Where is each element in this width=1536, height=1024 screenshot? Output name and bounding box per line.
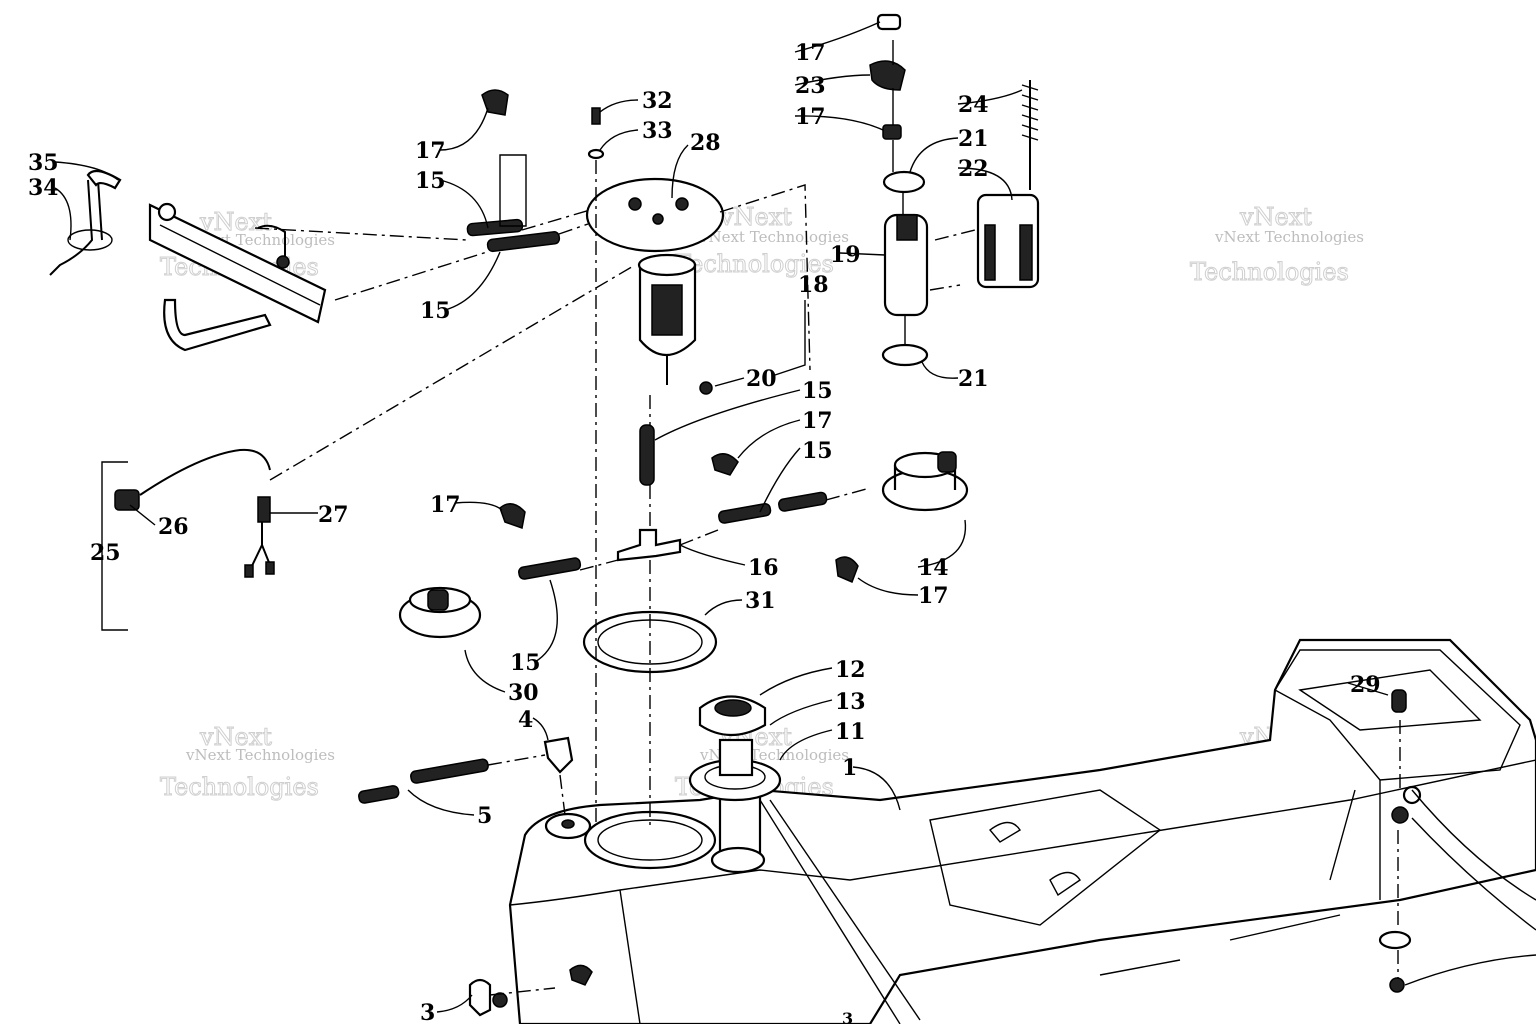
callout-21: 21 xyxy=(958,366,989,392)
tee-fitting-16 xyxy=(616,528,682,562)
fuel-pump-assembly xyxy=(869,13,1040,367)
callout-5: 5 xyxy=(477,803,492,829)
callout-19: 19 xyxy=(830,242,861,268)
callout-27: 27 xyxy=(318,502,349,528)
callout-33: 33 xyxy=(642,118,673,144)
watermark-text: vNext Technologies xyxy=(699,228,849,246)
callout-14: 14 xyxy=(918,555,949,581)
callout-4: 4 xyxy=(518,707,533,733)
wire-harness xyxy=(101,448,275,631)
callout-17: 17 xyxy=(802,408,833,434)
callout-23: 23 xyxy=(795,73,826,99)
watermark-text: Technologies xyxy=(1190,258,1349,286)
pump-mounting-plate xyxy=(585,107,725,253)
callout-3: 3 xyxy=(842,1009,853,1024)
filler-neck xyxy=(718,738,754,777)
callout-21: 21 xyxy=(958,126,989,152)
filter-20 xyxy=(699,381,713,395)
watermark-text: vNext xyxy=(1239,203,1312,231)
clamp-17-top xyxy=(876,13,902,31)
hose-15e xyxy=(778,491,828,512)
connector-27 xyxy=(257,496,271,523)
filler-neck-assembly xyxy=(688,695,782,874)
callout-31: 31 xyxy=(745,588,776,614)
clamp-21-bottom xyxy=(881,343,929,367)
watermark-bottom-left: vNext vNext Technologies Technologies xyxy=(160,723,336,802)
rivet-29 xyxy=(1391,689,1407,713)
vent-hose-loop xyxy=(163,298,272,352)
callout-26: 26 xyxy=(158,514,189,540)
callout-24: 24 xyxy=(958,92,989,118)
fuel-lines xyxy=(358,218,828,804)
hose-5a xyxy=(358,785,400,804)
watermark-text: vNext Technologies xyxy=(1214,228,1364,246)
callout-20: 20 xyxy=(746,366,777,392)
callout-17: 17 xyxy=(415,138,446,164)
leader-lines xyxy=(54,21,1536,1013)
hose-15a xyxy=(466,218,524,237)
callout-12: 12 xyxy=(835,657,866,683)
callout-17: 17 xyxy=(795,40,826,66)
callout-17: 17 xyxy=(795,104,826,130)
hose-clamps xyxy=(481,89,859,583)
callout-18: 18 xyxy=(798,272,829,298)
callout-15: 15 xyxy=(510,650,541,676)
callout-25: 25 xyxy=(90,540,121,566)
callout-11: 11 xyxy=(835,719,866,745)
fitting-4 xyxy=(543,736,574,774)
clamp-17-left xyxy=(499,503,526,529)
callout-29: 29 xyxy=(1350,672,1381,698)
fasteners-3 xyxy=(468,930,1412,1017)
valves xyxy=(398,451,969,639)
watermark-top-right: vNext vNext Technologies Technologies xyxy=(1190,203,1365,287)
callout-28: 28 xyxy=(690,130,721,156)
callout-35: 35 xyxy=(28,150,59,176)
clamp-17-mid xyxy=(882,124,902,140)
clamp-21-top xyxy=(882,170,926,194)
assembly-lines xyxy=(254,40,1401,996)
watermark-text: vNext xyxy=(199,208,272,236)
washer-33 xyxy=(587,148,605,160)
callout-17: 17 xyxy=(430,492,461,518)
callout-17: 17 xyxy=(918,583,949,609)
hose-23 xyxy=(869,60,906,91)
callout-labels: 35 34 17 15 15 32 33 28 17 23 17 24 21 2… xyxy=(28,40,1381,1024)
clamp-17-right xyxy=(835,556,859,583)
hose-15c xyxy=(639,424,655,486)
fuel-tank xyxy=(508,638,1536,1024)
watermark-text: Technologies xyxy=(160,773,319,801)
watermark-text: vNext xyxy=(199,723,272,751)
watermark-text: vNext xyxy=(719,203,792,231)
hose-34 xyxy=(67,229,113,251)
hose-15b xyxy=(486,231,561,253)
clamp-17-center xyxy=(711,453,739,476)
in-tank-pump xyxy=(637,253,713,395)
hose-15f xyxy=(518,557,582,580)
bracket-25 xyxy=(101,461,128,631)
callout-3: 3 xyxy=(420,1000,435,1024)
callout-15: 15 xyxy=(415,168,446,194)
watermark-text: vNext Technologies xyxy=(185,746,335,764)
callout-13: 13 xyxy=(835,689,866,715)
clamp-17-upper-left xyxy=(481,89,509,116)
hose-35 xyxy=(86,169,122,190)
callout-15: 15 xyxy=(420,298,451,324)
hose-15d xyxy=(718,503,772,524)
callout-34: 34 xyxy=(28,175,59,201)
callout-32: 32 xyxy=(642,88,673,114)
callout-1: 1 xyxy=(842,755,857,781)
connector-26 xyxy=(114,489,140,511)
callout-15: 15 xyxy=(802,378,833,404)
callout-16: 16 xyxy=(748,555,779,581)
callout-15: 15 xyxy=(802,438,833,464)
callout-22: 22 xyxy=(958,156,989,182)
hose-5b xyxy=(410,758,489,784)
vent-assembly xyxy=(49,169,327,352)
callout-30: 30 xyxy=(508,680,539,706)
screw-32 xyxy=(591,107,601,125)
